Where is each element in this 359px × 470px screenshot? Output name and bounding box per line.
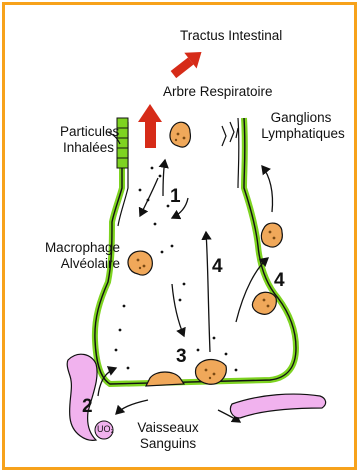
- pathway-number-1: 1: [170, 186, 181, 208]
- lymph-symbols: [222, 122, 238, 146]
- red-diagonal-arrow: [167, 44, 208, 82]
- label-ganglions: Ganglions: [268, 110, 334, 126]
- label-alveolaire: Alvéolaire: [18, 256, 120, 272]
- red-up-arrow: [138, 104, 162, 148]
- label-inhalees: Inhalées: [60, 140, 114, 156]
- label-vaisseaux: Vaisseaux: [126, 420, 210, 436]
- label-macrophage: Macrophage: [18, 240, 120, 256]
- label-lymphatiques: Lymphatiques: [258, 126, 348, 142]
- pathway-number-2: 2: [82, 396, 93, 418]
- label-sanguins: Sanguins: [126, 436, 210, 452]
- label-uo2: UO₂: [97, 424, 114, 435]
- pathway-number-4-center: 4: [212, 256, 223, 278]
- pathway-number-3: 3: [176, 346, 187, 368]
- label-particules: Particules: [60, 124, 114, 140]
- label-arbre-respiratoire: Arbre Respiratoire: [163, 84, 273, 100]
- label-tractus-intestinal: Tractus Intestinal: [180, 28, 282, 44]
- pathway-number-4-right: 4: [274, 270, 285, 292]
